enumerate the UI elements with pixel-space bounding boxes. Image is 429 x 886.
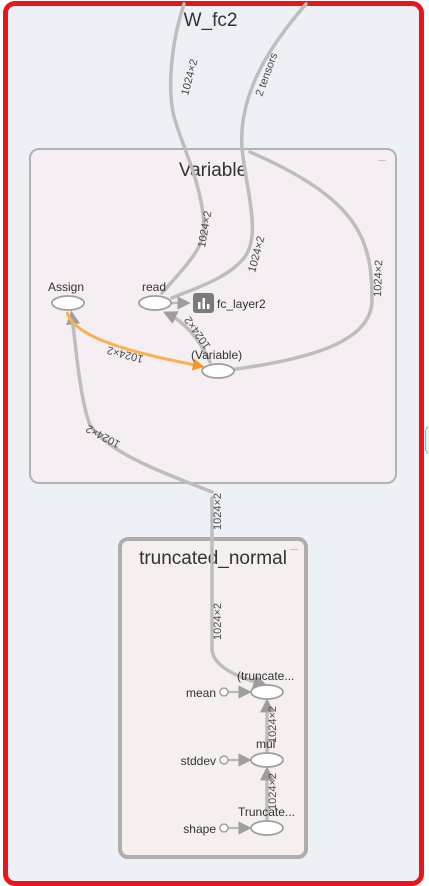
shape-node[interactable] — [219, 823, 229, 833]
assign-node[interactable] — [51, 295, 85, 311]
assign-label: Assign — [48, 280, 85, 294]
stddev-node[interactable] — [219, 755, 229, 765]
mean-node[interactable] — [219, 687, 229, 697]
read-label: read — [142, 280, 167, 294]
truncated-op-node[interactable] — [250, 684, 284, 700]
read-node[interactable] — [138, 295, 172, 311]
edge-assign-in[interactable] — [66, 310, 214, 494]
edge-label-into-read: 1024×2 — [196, 210, 214, 249]
edge-top-left[interactable] — [160, 2, 206, 295]
edge-right-loop[interactable] — [228, 150, 374, 372]
truncated-normal-op-label: Truncate... — [238, 805, 295, 819]
edge-label-ref-assign: 1024×2 — [106, 344, 145, 365]
edge-label-top-left: 1024×2 — [179, 58, 200, 97]
truncated-normal-op-node[interactable] — [250, 820, 284, 836]
edge-label-mul-out: 1024×2 — [267, 706, 279, 743]
shape-label: shape — [183, 822, 216, 836]
edge-read-variable[interactable] — [162, 311, 212, 364]
edge-label-assign-in: 1024×2 — [84, 422, 122, 450]
edge-label-tn-inner: 1024×2 — [212, 603, 224, 640]
fc-layer2-label: fc_layer2 — [217, 297, 266, 311]
truncated-op-label: (truncate... — [237, 669, 295, 683]
mul-node[interactable] — [250, 752, 284, 768]
w-fc2-group-title: W_fc2 — [183, 10, 238, 31]
variable-collapse-icon[interactable] — [378, 160, 386, 161]
summary-bar-chart-icon[interactable] — [193, 293, 214, 313]
variable-node[interactable] — [201, 363, 235, 379]
mul-label: mul — [256, 737, 276, 751]
edge-label-truncate-out: 1024×2 — [267, 773, 279, 810]
stddev-label: stddev — [180, 754, 216, 768]
scroll-handle[interactable] — [425, 426, 429, 454]
edge-ref-assign[interactable] — [65, 311, 205, 371]
edge-label-right-loop: 1024×2 — [372, 260, 385, 297]
variable-op-label: (Variable) — [191, 348, 243, 362]
mean-label: mean — [185, 686, 216, 700]
edge-top-right[interactable] — [170, 2, 308, 300]
edge-tn-out[interactable] — [210, 496, 268, 689]
edge-label-read-variable: 1024×2 — [182, 314, 213, 351]
truncated-normal-collapse-icon[interactable] — [290, 549, 298, 550]
edge-label-tn-out: 1024×2 — [212, 493, 224, 530]
